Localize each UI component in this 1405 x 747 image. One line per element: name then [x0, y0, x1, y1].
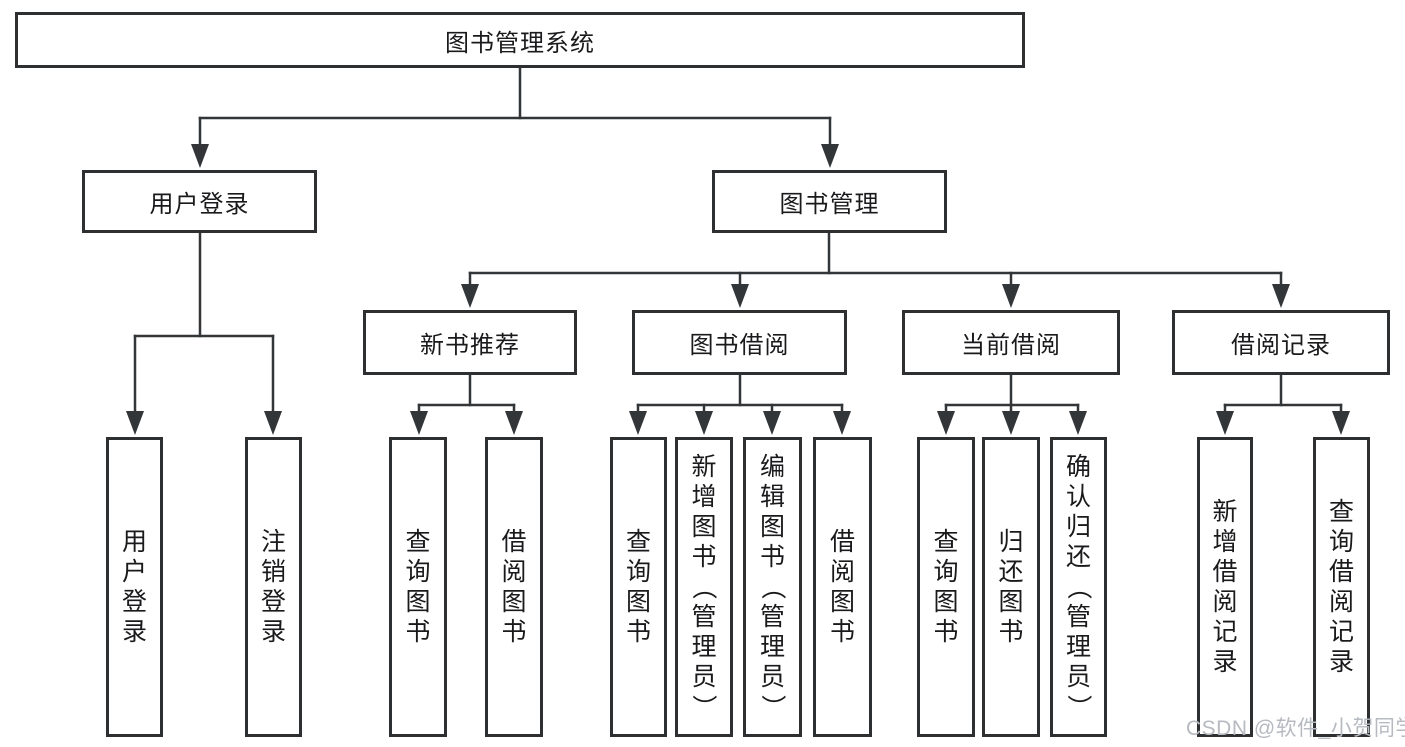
arrowhead [410, 411, 428, 435]
arrowhead [1272, 284, 1290, 308]
leaf-query-borrow-record: 查询借阅记录 [1313, 437, 1370, 737]
node-user-login: 用户登录 [82, 170, 317, 233]
node-label: 用户登录 [149, 191, 250, 218]
arrowhead [763, 411, 781, 435]
leaf-confirm-return-admin: 确认归还（管理员） [1050, 437, 1107, 737]
leaf-edit-book-admin: 编辑图书（管理员） [743, 437, 802, 737]
leaf-query-books-current: 查询图书 [917, 437, 975, 737]
arrowhead [695, 411, 713, 435]
node-new-book-recommend: 新书推荐 [363, 310, 577, 375]
arrowhead [461, 284, 479, 308]
node-label: 查询图书 [405, 528, 431, 646]
arrowhead [937, 411, 955, 435]
node-label: 归还图书 [998, 528, 1024, 646]
node-label: 图书借阅 [689, 332, 790, 359]
arrowhead [821, 144, 839, 168]
arrowhead [1002, 284, 1020, 308]
leaf-add-borrow-record: 新增借阅记录 [1197, 437, 1253, 737]
node-label: 当前借阅 [961, 332, 1061, 359]
node-label: 借阅图书 [829, 528, 855, 646]
node-label: 图书管理系统 [445, 29, 595, 57]
connector-book-borrow-children [629, 373, 851, 435]
leaf-return-book: 归还图书 [982, 437, 1040, 737]
node-root-library-system: 图书管理系统 [15, 12, 1025, 68]
watermark: CSDN @软件_小贺同学 [1186, 717, 1405, 740]
connector-root-to-level2 [191, 66, 839, 168]
node-label: 编辑图书（管理员） [758, 453, 787, 720]
connector-new-book-children [410, 373, 523, 435]
node-label: 查询图书 [625, 528, 651, 646]
arrowhead [1332, 411, 1350, 435]
node-label: 借阅图书 [501, 528, 527, 646]
leaf-logout: 注销登录 [245, 437, 302, 737]
node-label: 查询借阅记录 [1328, 498, 1354, 676]
arrowhead [1002, 411, 1020, 435]
arrowhead [264, 411, 282, 435]
node-current-borrow: 当前借阅 [902, 310, 1120, 375]
node-label: 借阅记录 [1231, 332, 1331, 359]
node-book-management: 图书管理 [712, 170, 947, 233]
leaf-add-book-admin: 新增图书（管理员） [675, 437, 733, 737]
node-label: 查询图书 [933, 528, 959, 646]
leaf-user-login: 用户登录 [106, 437, 163, 737]
leaf-query-books-borrow: 查询图书 [610, 437, 667, 737]
leaf-borrow-books: 借阅图书 [813, 437, 872, 737]
node-label: 新增借阅记录 [1212, 498, 1238, 676]
node-book-borrow: 图书借阅 [632, 310, 847, 375]
arrowhead [126, 411, 144, 435]
node-borrow-records: 借阅记录 [1172, 310, 1390, 375]
node-label: 注销登录 [260, 528, 286, 646]
arrowhead [731, 284, 749, 308]
arrowhead [1069, 411, 1087, 435]
node-label: 新书推荐 [420, 332, 520, 359]
leaf-borrow-books-recommend: 借阅图书 [485, 437, 543, 737]
node-label: 确认归还（管理员） [1064, 453, 1093, 720]
node-label: 用户登录 [121, 528, 147, 646]
connector-user-login-children [126, 231, 282, 435]
connector-book-management-children [461, 231, 1290, 308]
arrowhead [505, 411, 523, 435]
node-label: 图书管理 [779, 191, 880, 218]
node-label: 新增图书（管理员） [689, 453, 718, 720]
arrowhead [191, 144, 209, 168]
arrowhead [1216, 411, 1234, 435]
arrowhead [629, 411, 647, 435]
leaf-query-books-recommend: 查询图书 [389, 437, 447, 737]
connector-current-borrow-children [937, 373, 1087, 435]
arrowhead [833, 411, 851, 435]
connector-borrow-records-children [1216, 373, 1350, 435]
